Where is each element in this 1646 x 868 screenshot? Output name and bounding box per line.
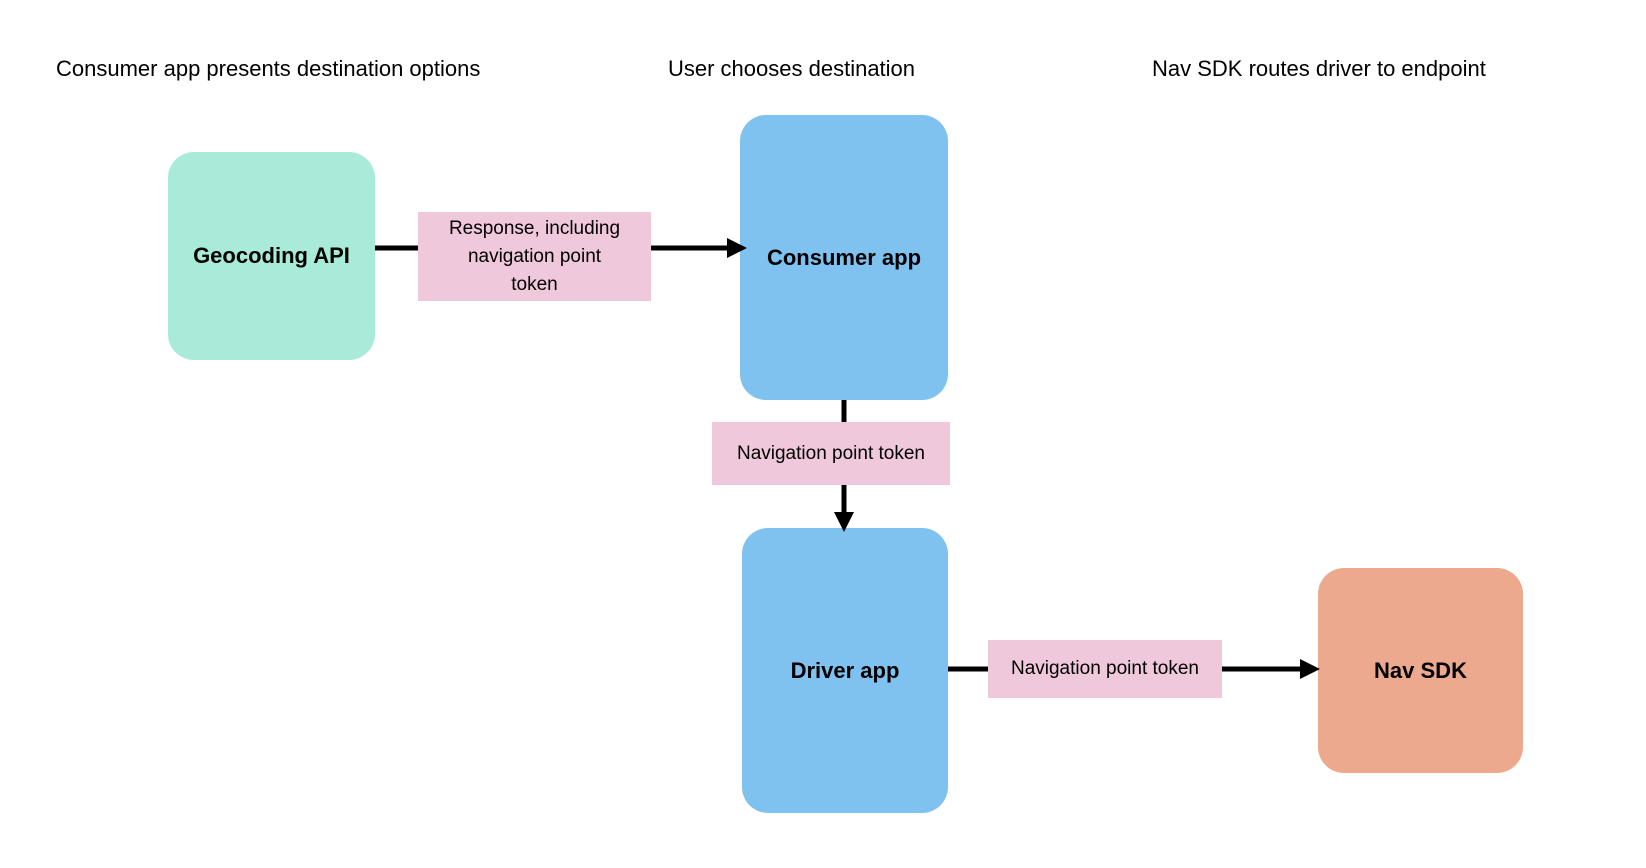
node-label-driver-app: Driver app xyxy=(790,657,900,683)
edge-label-text-nav-token-bottom: Navigation point token xyxy=(1010,658,1199,679)
column-header-consumer: Consumer app presents destination option… xyxy=(56,56,481,81)
edge-label-navigation-point-token-bottom: Navigation point token xyxy=(988,640,1222,698)
edge-label-line-2: navigation point xyxy=(467,245,602,267)
edge-label-line-3: token xyxy=(511,273,558,295)
node-consumer-app[interactable]: Consumer app xyxy=(740,115,948,400)
node-geocoding-api[interactable]: Geocoding API xyxy=(168,152,375,360)
node-label-nav-sdk: Nav SDK xyxy=(1374,657,1467,683)
node-label-geocoding-api: Geocoding API xyxy=(193,243,350,268)
column-header-nav-sdk: Nav SDK routes driver to endpoint xyxy=(1152,56,1486,81)
edge-label-text-nav-token-middle: Navigation point token xyxy=(736,442,925,464)
edge-label-response-including-navigation-point-token: Response, including navigation point tok… xyxy=(418,212,651,301)
column-header-user: User chooses destination xyxy=(668,56,916,81)
edge-label-navigation-point-token-middle: Navigation point token xyxy=(712,422,950,485)
edge-label-text-response-nav-token: Response, including navigation point tok… xyxy=(449,215,620,299)
edge-label-line-1: Response, including xyxy=(448,217,621,239)
node-nav-sdk[interactable]: Nav SDK xyxy=(1318,568,1523,773)
node-label-consumer-app: Consumer app xyxy=(766,244,922,270)
node-driver-app[interactable]: Driver app xyxy=(742,528,948,813)
